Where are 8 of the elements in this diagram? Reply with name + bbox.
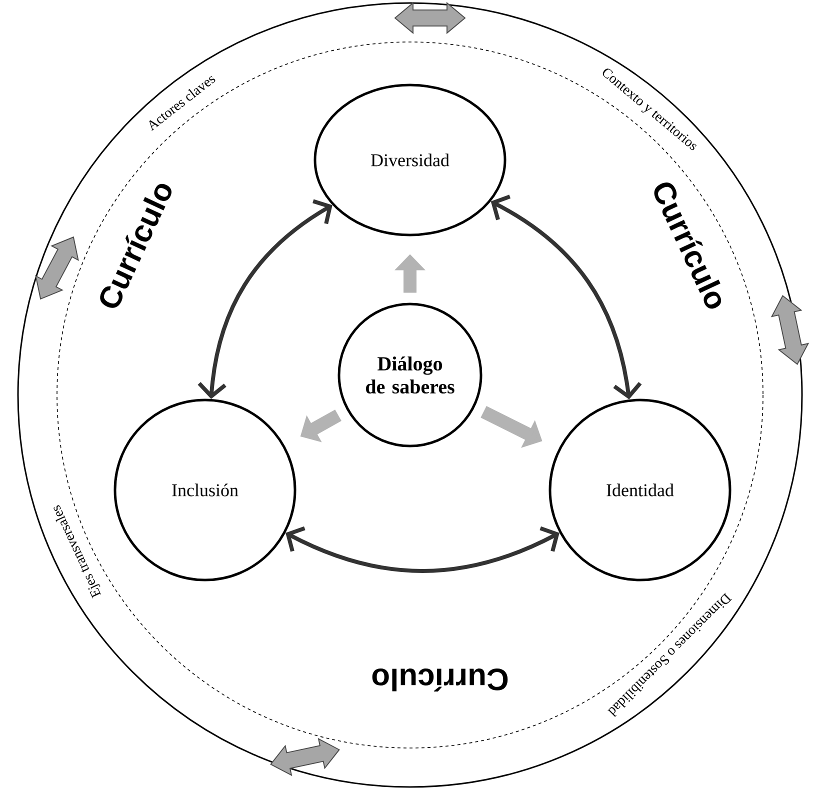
arrow xyxy=(286,526,560,573)
curriculum-label: Currículo xyxy=(372,668,508,692)
circle-node: Identidad xyxy=(548,398,732,582)
arrow xyxy=(490,194,642,400)
ellipse-node: Diversidad xyxy=(314,84,506,236)
arrow xyxy=(198,199,332,399)
circle-node: Inclusión xyxy=(114,398,296,582)
circle-node: Diálogo de saberes xyxy=(338,302,482,448)
